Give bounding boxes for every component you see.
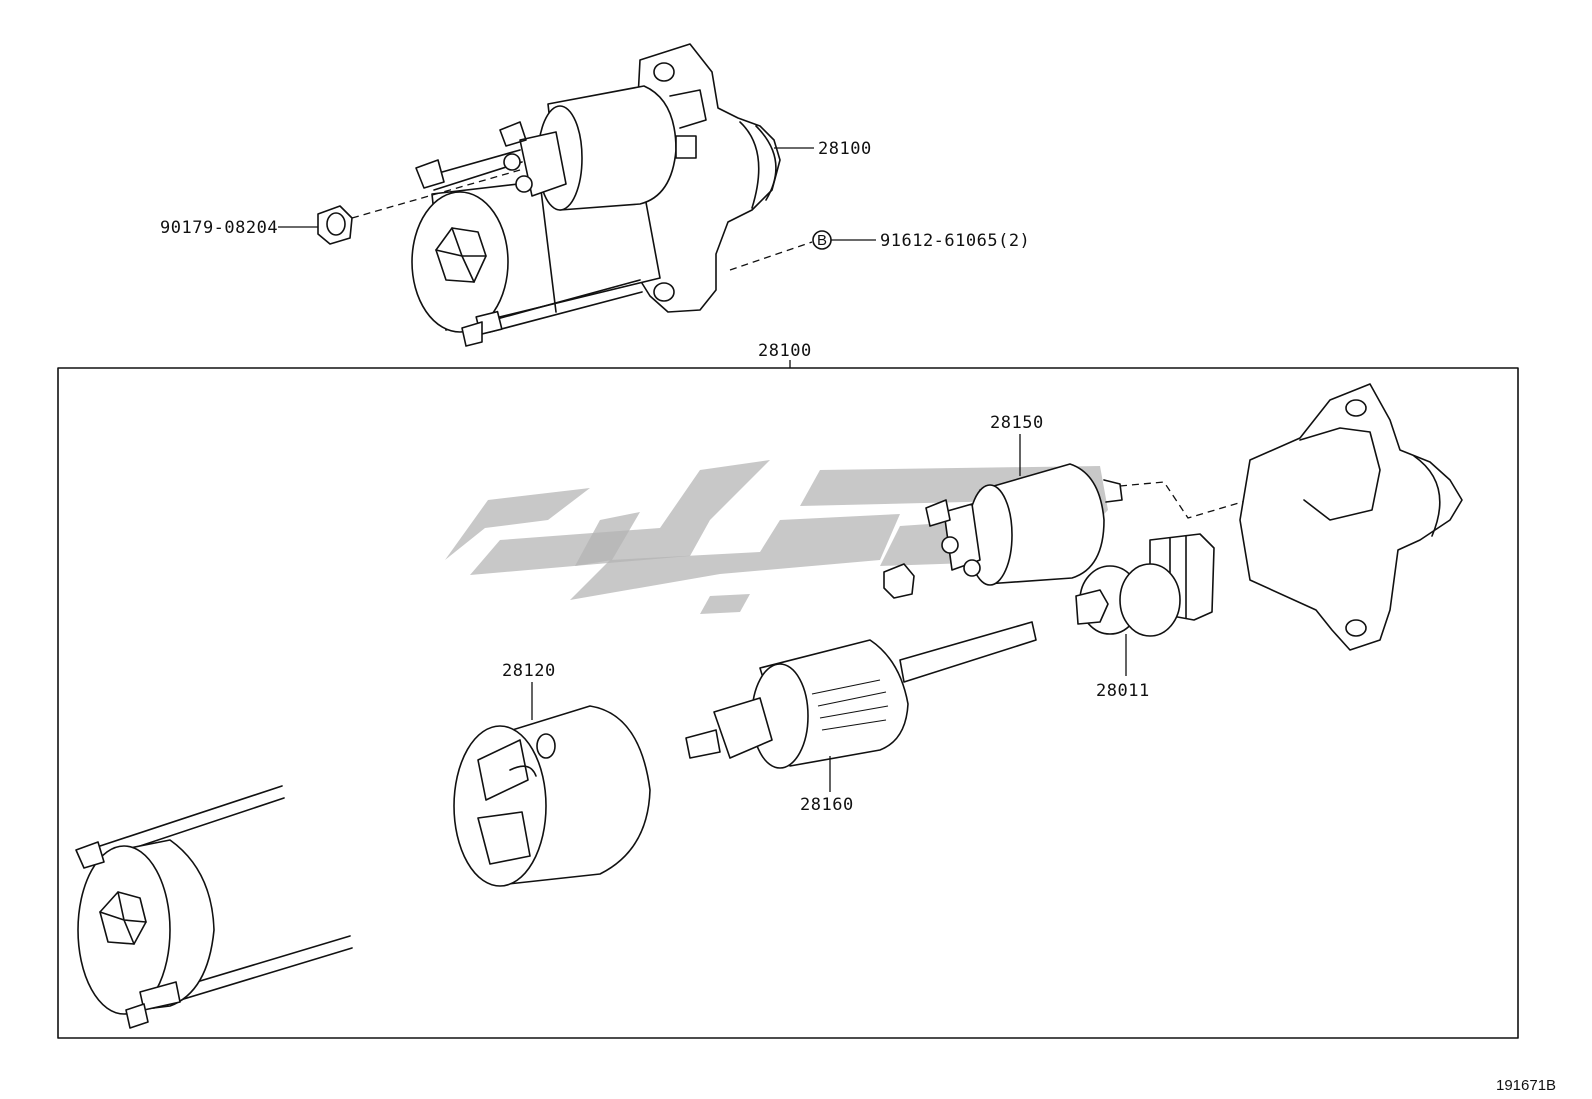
part-label-28160: 28160 [800, 795, 854, 815]
part-label-28150: 28150 [990, 413, 1044, 433]
part-label-28120: 28120 [502, 661, 556, 681]
bolt-marker-letter: B [817, 232, 827, 249]
part-label-28100-top: 28100 [818, 139, 872, 159]
plunger-nut-drawing [883, 563, 915, 599]
clutch-drawing [1075, 533, 1215, 676]
magnetic-switch-drawing [925, 434, 1123, 586]
armature-drawing [685, 621, 1037, 792]
starter-assembly-drawing [411, 43, 814, 347]
end-frame-drawing [75, 785, 353, 1029]
watermark-logo [445, 460, 1108, 614]
yoke-drawing [453, 682, 651, 887]
part-label-28011: 28011 [1096, 681, 1150, 701]
exploded-view-frame [57, 367, 1519, 1039]
drive-housing-drawing [1119, 383, 1463, 651]
part-label-90179-08204: 90179-08204 [160, 218, 278, 238]
part-label-91612-61065: 91612-61065(2) [880, 231, 1030, 251]
figure-id: 191671B [1496, 1077, 1556, 1094]
part-label-28100-box: 28100 [758, 341, 812, 361]
bolt-drawing: B [729, 230, 876, 271]
nut-drawing [278, 169, 521, 245]
